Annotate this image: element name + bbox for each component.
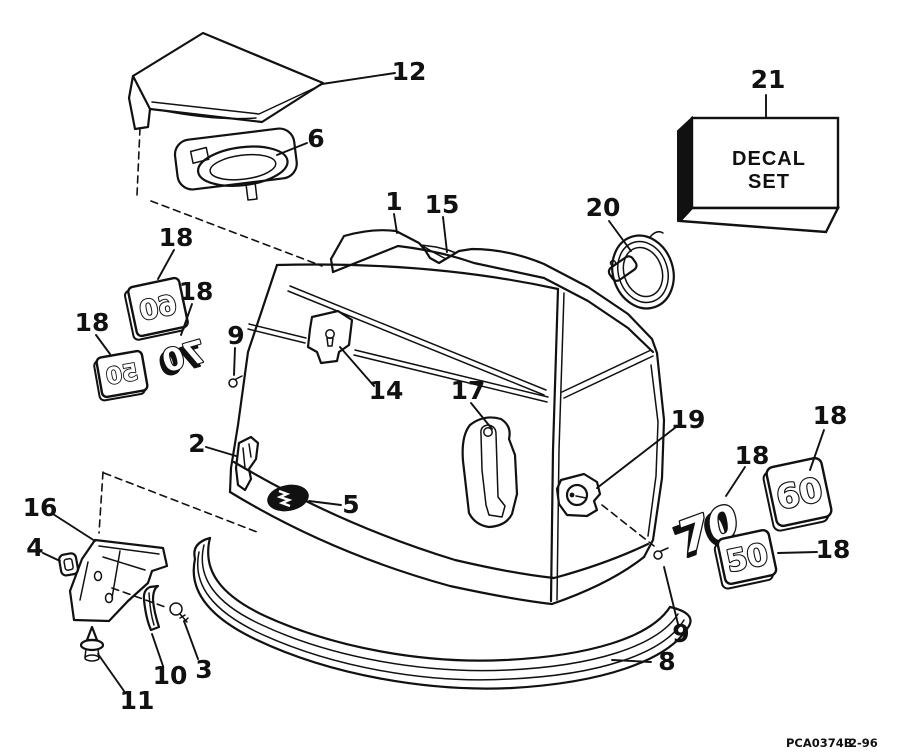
leader-17 — [470, 402, 493, 430]
leader-14 — [339, 346, 375, 387]
corner-tab — [234, 435, 260, 492]
leader-18-right-70 — [725, 466, 746, 497]
callout-18-right-70: 18 — [735, 441, 770, 470]
alignment-dash — [150, 200, 323, 267]
alignment-dash — [98, 471, 104, 534]
leader-9-right — [663, 566, 679, 625]
decal-mirror-50: 50 — [93, 349, 149, 402]
leader-6 — [276, 142, 308, 156]
alignment-dash — [136, 127, 141, 196]
callout-18-right-60: 18 — [813, 401, 848, 430]
leader-18-left-top — [157, 249, 175, 280]
leader-8 — [611, 659, 652, 663]
leader-3 — [183, 620, 199, 660]
leader-12 — [321, 72, 396, 85]
callout-20: 20 — [586, 193, 621, 222]
cord-coil — [607, 230, 675, 310]
leader-18-left-bottom — [95, 334, 111, 355]
leader-2 — [205, 446, 237, 457]
top-cover — [127, 31, 325, 131]
callout-4: 4 — [26, 533, 43, 562]
bumper — [79, 625, 105, 662]
leader-19 — [596, 426, 677, 489]
clip — [142, 584, 161, 632]
leader-10 — [151, 633, 164, 667]
callout-6: 6 — [307, 124, 324, 153]
grommet — [58, 552, 80, 577]
decal-mirror-50-text: 50 — [104, 359, 140, 390]
leader-4 — [42, 552, 61, 562]
screw-3 — [169, 602, 189, 623]
decal-set-line2: SET — [748, 171, 790, 193]
leader-9-left — [233, 347, 236, 376]
callout-18-right-50: 18 — [816, 535, 851, 564]
latch-recess — [420, 244, 457, 260]
leader-15 — [442, 216, 448, 253]
leader-11 — [97, 653, 125, 692]
engine-cowl — [228, 229, 666, 606]
callout-11: 11 — [120, 686, 155, 715]
callout-12: 12 — [392, 57, 427, 86]
callout-1: 1 — [385, 187, 402, 216]
decal-50: 50 — [713, 529, 778, 590]
decal-set-line1: DECAL — [732, 148, 806, 170]
callout-2: 2 — [188, 429, 205, 458]
leader-16 — [52, 513, 96, 542]
latch-plate — [306, 309, 354, 365]
latch-lever — [461, 416, 519, 529]
decal-60: 60 — [762, 456, 833, 532]
alignment-dash — [601, 504, 655, 547]
leader-1 — [393, 213, 398, 234]
screw-9-left — [228, 375, 243, 388]
callout-9-right: 9 — [672, 619, 689, 648]
callout-17: 17 — [451, 376, 486, 405]
callout-9-left: 9 — [227, 321, 244, 350]
callout-18-left-top: 18 — [159, 223, 194, 252]
decal-mirror-70: 70 70 — [154, 333, 211, 386]
callout-19: 19 — [671, 405, 706, 434]
alignment-dash — [103, 472, 258, 533]
logo-zigzag-icon — [276, 489, 293, 508]
footer-date-code: 2-96 — [849, 736, 878, 750]
leader-18-right-50 — [777, 551, 818, 554]
leader-18-left-mid — [180, 303, 193, 336]
screw-9-right — [653, 547, 669, 560]
callout-21: 21 — [751, 65, 786, 94]
callout-5: 5 — [342, 490, 359, 519]
round-latch — [555, 472, 602, 518]
leader-5 — [308, 500, 342, 506]
callout-8: 8 — [658, 647, 675, 676]
callout-18-left-mid: 18 — [179, 277, 214, 306]
leader-18-right-60 — [809, 429, 825, 471]
callout-16: 16 — [23, 493, 58, 522]
bottom-seal — [192, 536, 692, 690]
callout-14: 14 — [369, 376, 404, 405]
decal-mirror-60: 60 — [124, 276, 189, 341]
callout-10: 10 — [153, 661, 188, 690]
callout-3: 3 — [195, 655, 212, 684]
support-bracket — [68, 538, 169, 623]
callout-18-left-bottom: 18 — [75, 308, 110, 337]
alignment-dash — [111, 587, 169, 609]
handle-plate — [173, 127, 298, 201]
leader-20 — [608, 220, 632, 252]
keyhole-icon — [325, 329, 335, 339]
footer-part-code: PCA0374B — [786, 736, 853, 750]
decal-set-box: DECAL SET — [677, 115, 840, 234]
callout-15: 15 — [425, 190, 460, 219]
logo-oval — [267, 484, 309, 512]
